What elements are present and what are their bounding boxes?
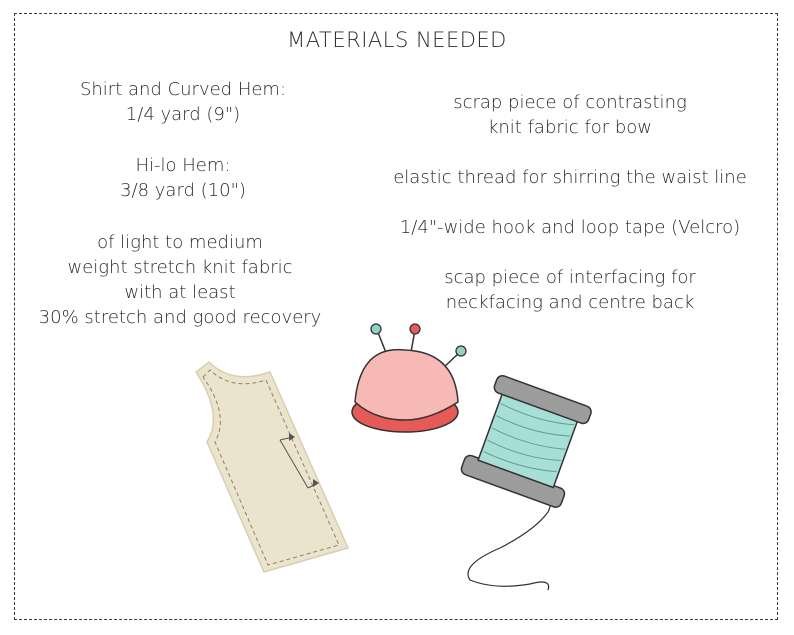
text-line: Hi-lo Hem: [135,155,231,176]
text-line: weight stretch knit fabric [67,257,293,278]
text-line: scrap piece of contrasting [453,92,687,113]
text-line: 30% stretch and good recovery [38,307,322,328]
materials-interfacing: scap piece of interfacing for neckfacing… [370,265,770,315]
text-line: of light to medium [97,232,263,253]
text-line: with at least [124,282,236,303]
text-line: 1/4"-wide hook and loop tape (Velcro) [399,217,741,238]
materials-elastic-thread: elastic thread for shirring the waist li… [370,165,770,190]
text-line: 3/8 yard (10") [120,180,246,201]
materials-shirt-curved-hem: Shirt and Curved Hem: 1/4 yard (9") [18,77,348,127]
text-line: Shirt and Curved Hem: [79,79,287,100]
text-line: neckfacing and centre back [445,292,695,313]
pincushion-icon [351,323,467,433]
fabric-pattern-piece-icon [194,361,350,573]
text-line: knit fabric for bow [487,117,653,138]
materials-hook-loop-tape: 1/4"-wide hook and loop tape (Velcro) [370,215,770,240]
materials-hi-lo-hem: Hi-lo Hem: 3/8 yard (10") [18,153,348,203]
materials-bow-fabric: scrap piece of contrasting knit fabric f… [370,90,770,140]
materials-fabric-description: of light to medium weight stretch knit f… [10,230,350,330]
text-line: elastic thread for shirring the waist li… [393,167,747,188]
dashed-border [14,13,778,620]
text-line: 1/4 yard (9") [125,104,241,125]
page-title: MATERIALS NEEDED [287,28,507,52]
thread-spool-icon [460,374,592,591]
text-line: scap piece of interfacing for [444,267,696,288]
